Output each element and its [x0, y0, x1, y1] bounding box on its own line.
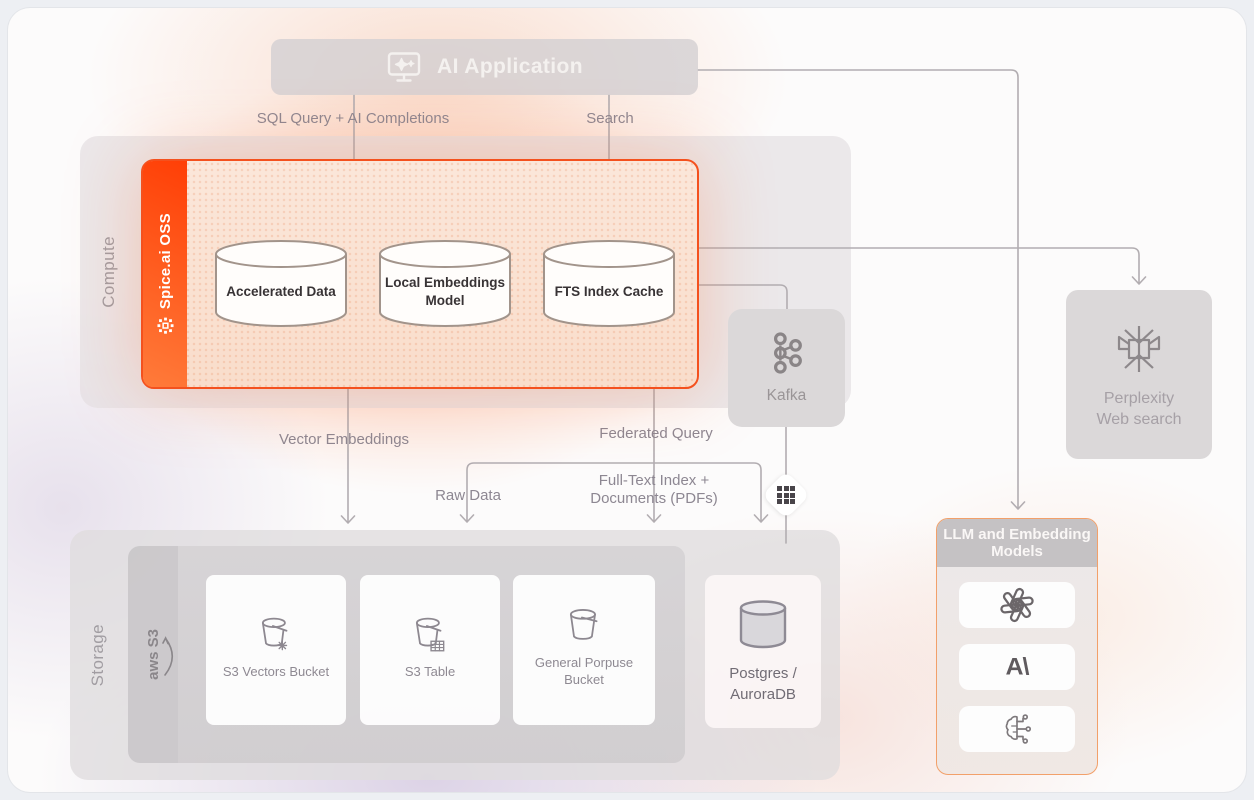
diagram-background: Compute Storage AI A: [8, 8, 1246, 792]
postgres-label: Postgres / AuroraDB: [729, 665, 797, 703]
spice-sidebar: Spice.ai OSS: [143, 161, 187, 387]
aws-smile-icon: [162, 636, 174, 676]
node-s3-table: S3 Table: [360, 575, 500, 725]
edge-fulltext-line: [646, 462, 662, 523]
edge-label-federated-query: Federated Query: [599, 425, 713, 442]
spice-gear-icon: [156, 318, 174, 335]
anthropic-icon: A\: [1005, 653, 1030, 680]
aws-s3-label: aws S3: [144, 629, 162, 680]
provider-anthropic: A\: [959, 644, 1075, 690]
edge-label-full-text: Full-Text Index + Documents (PDFs): [554, 472, 754, 507]
ai-brain-circuit-icon: [1005, 714, 1032, 744]
node-accelerated-data: Accelerated Data: [213, 238, 349, 330]
edge-label-full-text-line2: Documents (PDFs): [590, 489, 718, 507]
database-cylinder-icon: [379, 240, 511, 327]
edge-label-search: Search: [586, 110, 634, 127]
edge-label-vector-embeddings: Vector Embeddings: [278, 431, 410, 448]
llm-panel-title: LLM and Embedding Models: [937, 519, 1097, 567]
s3-card-label: S3 Table: [404, 663, 456, 679]
node-postgres-auroradb: Postgres / AuroraDB: [705, 575, 821, 728]
node-label: Accelerated Data: [226, 284, 336, 300]
edge-label-raw-data: Raw Data: [435, 487, 501, 504]
bucket-icon: [569, 609, 598, 640]
s3-card-label: General Porpuse Bucket: [534, 655, 634, 687]
ai-application-node: AI Application: [271, 39, 698, 95]
ai-application-title: AI Application: [437, 55, 583, 78]
edge-app-to-llm-line: [697, 69, 1026, 510]
edge-spice-to-perplexity-line: [694, 247, 1147, 285]
provider-openai: [959, 582, 1075, 628]
node-label: Local Embeddings Model: [384, 275, 506, 308]
spice-ai-oss-node: Spice.ai OSS Accelerated Data Local Embe…: [141, 159, 699, 389]
perplexity-label-line1: Perplexity: [1103, 389, 1175, 407]
database-cylinder-icon: [543, 240, 675, 327]
provider-ai-model: [959, 706, 1075, 752]
edge-bracket-line: [459, 462, 769, 523]
edge-vector-embeddings-line: [340, 384, 356, 524]
llm-models-panel: LLM and Embedding Models A\: [936, 518, 1098, 775]
edge-label-sql: SQL Query + AI Completions: [256, 110, 450, 127]
monitor-sparkle-icon: [387, 51, 421, 82]
database-cylinder-icon: [215, 240, 347, 327]
perplexity-label-line2: Web search: [1096, 410, 1182, 428]
s3-table-icon: [415, 617, 445, 651]
kafka-node: Kafka: [728, 309, 845, 427]
node-label: FTS Index Cache: [554, 284, 664, 300]
database-cylinder-icon: [739, 600, 787, 649]
s3-vectors-bucket-icon: [261, 617, 288, 650]
node-s3-vectors-bucket: S3 Vectors Bucket: [206, 575, 346, 725]
kafka-label: Kafka: [766, 387, 807, 404]
openai-icon: [1000, 587, 1034, 623]
node-fts-index-cache: FTS Index Cache: [541, 238, 677, 330]
edge-label-full-text-line1: Full-Text Index +: [598, 472, 710, 489]
perplexity-icon: [1117, 325, 1161, 372]
node-general-purpose-bucket: General Porpuse Bucket: [513, 575, 655, 725]
spice-label: Spice.ai OSS: [156, 213, 174, 310]
perplexity-node: Perplexity Web search: [1066, 290, 1212, 459]
node-local-embeddings-model: Local Embeddings Model: [377, 238, 513, 330]
s3-card-label: S3 Vectors Bucket: [222, 663, 330, 679]
aws-s3-group: aws S3 S3 Vectors Bucket: [128, 546, 685, 763]
kafka-icon: [773, 332, 802, 374]
